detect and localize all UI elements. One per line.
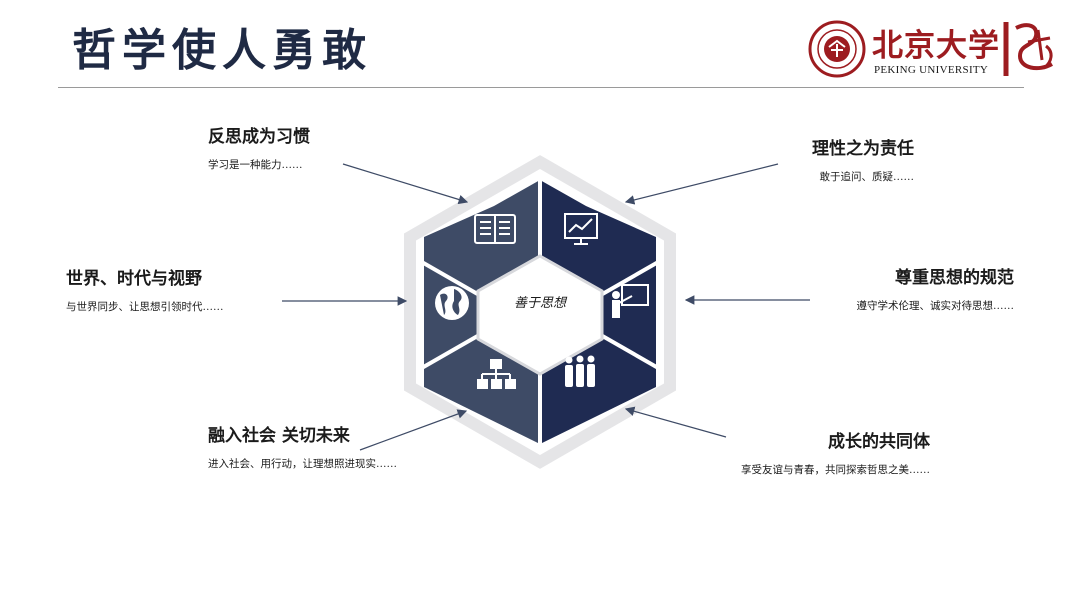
item-reason: 理性之为责任 敢于追问、质疑…… xyxy=(812,134,914,184)
segment-right xyxy=(592,263,656,367)
arrow-bottom-left xyxy=(359,409,468,451)
item-subtitle: 享受友谊与青春，共同探索哲思之美…… xyxy=(741,464,930,476)
item-subtitle: 遵守学术伦理、诚实对待思想…… xyxy=(856,300,1015,312)
logo-chinese-name: 北京大学 xyxy=(872,28,1000,64)
people-group-icon xyxy=(565,355,595,387)
item-heading: 理性之为责任 xyxy=(812,139,914,159)
item-community: 成长的共同体 享受友谊与青春，共同探索哲思之美…… xyxy=(741,427,930,477)
university-seal-icon xyxy=(808,20,866,78)
item-norms: 尊重思想的规范 遵守学术伦理、诚实对待思想…… xyxy=(857,263,1015,313)
university-logo: 北京大学 PEKING UNIVERSITY xyxy=(808,16,1064,82)
center-label: 善于思想 xyxy=(513,296,566,311)
item-world: 世界、时代与视野 与世界同步、让思想引领时代…… xyxy=(66,264,224,314)
org-chart-icon xyxy=(477,359,516,389)
item-subtitle: 敢于追问、质疑…… xyxy=(819,171,915,183)
chart-monitor-icon xyxy=(564,213,598,245)
calligraphy-mark-icon xyxy=(1003,22,1053,76)
item-heading: 尊重思想的规范 xyxy=(895,268,1014,288)
segment-top-left xyxy=(424,180,540,300)
arrow-top-left xyxy=(342,163,469,205)
item-heading: 融入社会 关切未来 xyxy=(208,426,350,446)
globe-icon xyxy=(435,286,469,320)
item-subtitle: 与世界同步、让思想引领时代…… xyxy=(66,301,224,313)
logo-english-name: PEKING UNIVERSITY xyxy=(874,64,989,76)
item-heading: 反思成为习惯 xyxy=(208,127,310,147)
item-heading: 成长的共同体 xyxy=(828,432,930,452)
teacher-board-icon xyxy=(612,284,649,318)
item-subtitle: 进入社会、用行动，让理想照进现实…… xyxy=(208,458,397,470)
item-heading: 世界、时代与视野 xyxy=(66,269,202,289)
page-title: 哲学使人勇敢 xyxy=(72,25,372,76)
item-reflection: 反思成为习惯 学习是一种能力…… xyxy=(208,122,310,172)
arrow-top-right xyxy=(624,163,779,205)
center-hexagon xyxy=(476,254,604,376)
book-icon xyxy=(474,214,516,244)
segment-top-right xyxy=(540,180,656,300)
item-subtitle: 学习是一种能力…… xyxy=(208,159,303,171)
arrow-bottom-right xyxy=(624,406,727,438)
header-divider xyxy=(58,87,1024,88)
item-society: 融入社会 关切未来 进入社会、用行动，让理想照进现实…… xyxy=(208,421,397,471)
